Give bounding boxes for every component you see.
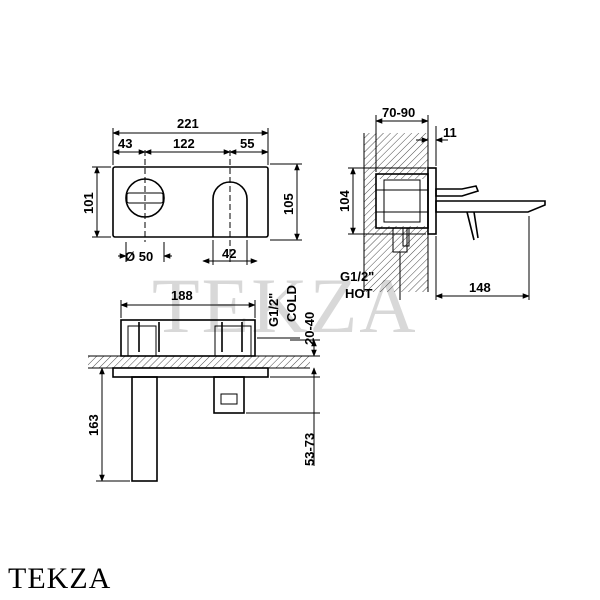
cold-label: COLD — [284, 285, 299, 322]
wall-hatch-top — [364, 133, 428, 179]
dim-spout-width: 42 — [222, 246, 236, 261]
plan-body — [120, 319, 256, 357]
plan-view: 188 G1/2" COLD 20-40 163 53-73 — [86, 285, 320, 482]
plan-handle — [213, 376, 245, 414]
brand-logo-text: TEKZA — [8, 562, 112, 595]
hot-thread-label: G1/2" — [340, 269, 374, 284]
dim-plan-offset-range: 53-73 — [302, 433, 317, 466]
plan-cover-plate — [112, 367, 269, 378]
plan-wall-hatch — [88, 356, 310, 368]
dim-height-right: 105 — [281, 193, 296, 215]
dim-right-offset: 55 — [240, 136, 254, 151]
dim-total-width: 221 — [177, 116, 199, 131]
dim-plan-depth-range: 20-40 — [302, 312, 317, 345]
cover-plate — [427, 167, 437, 235]
side-view: 70-90 11 104 G1/2" HOT 148 — [337, 105, 546, 301]
dim-projection: 148 — [469, 280, 491, 295]
dim-height-left: 101 — [81, 192, 96, 214]
dim-depth-range: 70-90 — [382, 105, 415, 120]
dim-plan-width: 188 — [171, 288, 193, 303]
hot-label: HOT — [345, 286, 373, 301]
handle-lever — [126, 192, 164, 204]
front-plate — [112, 166, 269, 238]
dim-center-distance: 122 — [173, 136, 195, 151]
plan-spout — [131, 376, 158, 482]
cold-thread-label: G1/2" — [266, 293, 281, 327]
dim-left-offset: 43 — [118, 136, 132, 151]
side-handle — [435, 185, 480, 197]
dim-side-height: 104 — [337, 190, 352, 212]
dim-diameter: Ø 50 — [125, 249, 153, 264]
dim-plate-thickness: 11 — [443, 125, 457, 140]
side-spout — [435, 200, 546, 213]
dim-spout-length: 163 — [86, 414, 101, 436]
wall-hatch-left — [364, 179, 376, 226]
front-view: 221 43 122 55 101 105 Ø 50 42 — [81, 116, 302, 265]
wall-hatch-bottom — [364, 226, 428, 292]
